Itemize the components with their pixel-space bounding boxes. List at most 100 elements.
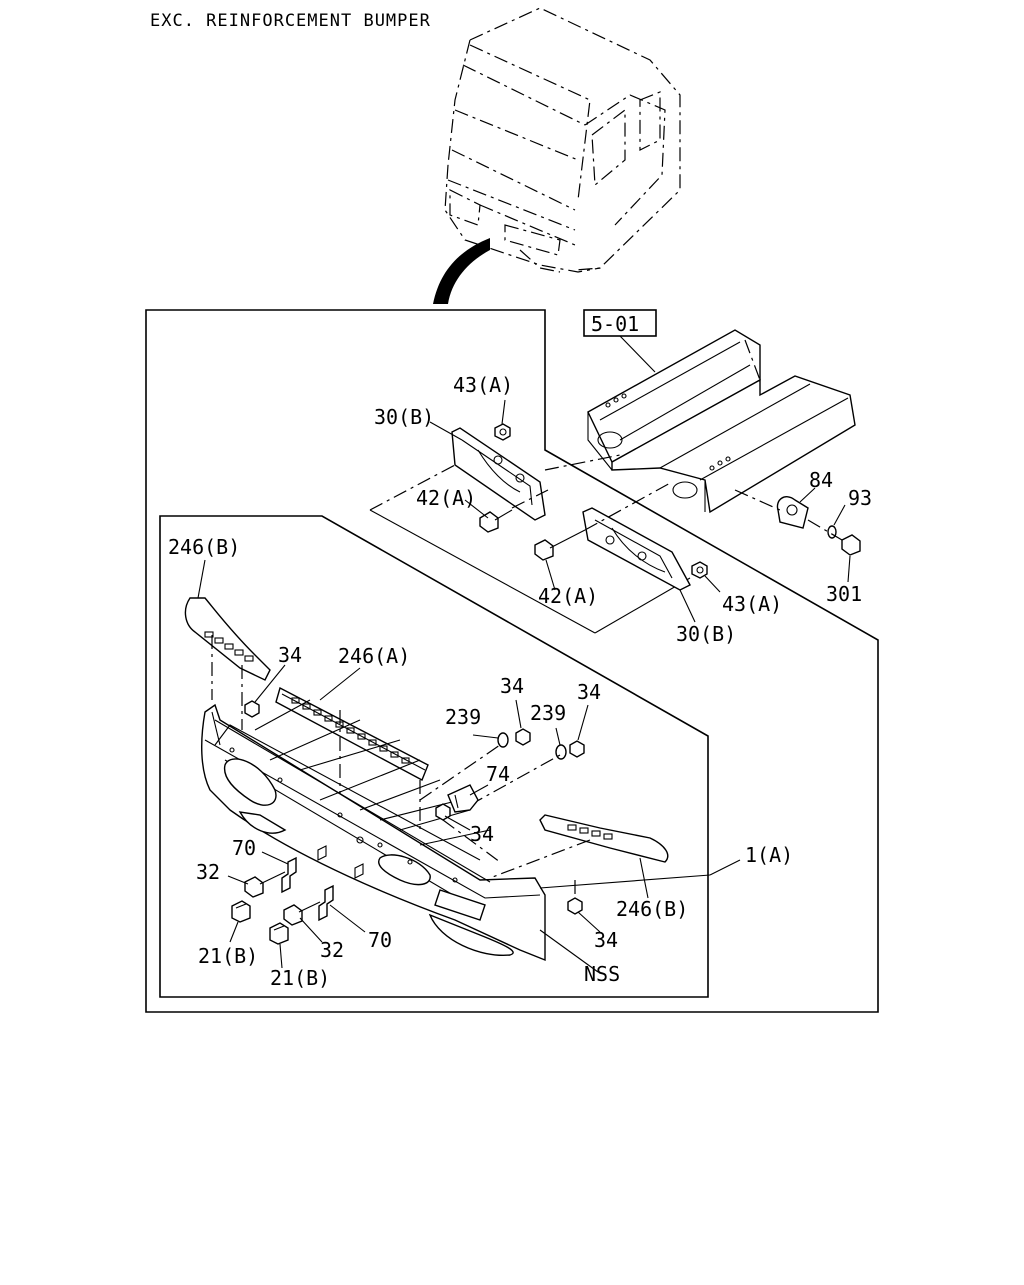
clip-21b-left bbox=[231, 900, 251, 923]
pointer-arrow bbox=[433, 238, 490, 304]
label-21b-left: 21(B) bbox=[198, 944, 258, 968]
label-84: 84 bbox=[809, 468, 833, 492]
bracket-70-left bbox=[281, 856, 297, 894]
chassis-frame-5-01 bbox=[587, 329, 856, 514]
label-30b-top: 30(B) bbox=[374, 405, 434, 429]
nut-34-d bbox=[435, 803, 451, 821]
leader-34-b bbox=[515, 699, 522, 729]
leader-21b-mid bbox=[279, 943, 283, 969]
bolt-32-mid bbox=[283, 901, 321, 926]
leader-32-left bbox=[227, 875, 249, 885]
label-43a-bot: 43(A) bbox=[722, 592, 782, 616]
label-21b-mid: 21(B) bbox=[270, 966, 330, 990]
leader-1a bbox=[709, 859, 741, 876]
label-nss: NSS bbox=[584, 962, 620, 986]
leader-34-c bbox=[577, 704, 589, 741]
label-93: 93 bbox=[848, 486, 872, 510]
leader-74 bbox=[469, 784, 489, 796]
bolt-42a-lower bbox=[534, 529, 586, 561]
leader-30b-bot bbox=[679, 589, 696, 623]
label-32-mid: 32 bbox=[320, 938, 344, 962]
truck-cab-illustration bbox=[444, 7, 681, 273]
dash-bolt-301 bbox=[807, 519, 843, 541]
label-42a-bot: 42(A) bbox=[538, 584, 598, 608]
label-30b-bot: 30(B) bbox=[676, 622, 736, 646]
leader-43a-bot bbox=[704, 575, 721, 593]
ref-leader bbox=[619, 335, 656, 373]
nut-43a-lower bbox=[691, 561, 708, 579]
leader-42a-top bbox=[464, 499, 489, 519]
bracket-70-right bbox=[318, 884, 334, 922]
label-239-a: 239 bbox=[445, 705, 481, 729]
nut-34-left bbox=[244, 700, 260, 718]
nut-34-e bbox=[567, 897, 583, 915]
clip-21b-mid bbox=[269, 922, 289, 945]
washer-239-a bbox=[497, 732, 509, 748]
leader-42a-bot bbox=[545, 559, 556, 591]
dash-bracket-frame bbox=[544, 454, 621, 471]
label-43a-top: 43(A) bbox=[453, 373, 513, 397]
label-42a-top: 42(A) bbox=[416, 486, 476, 510]
dash-tow-hook bbox=[734, 489, 781, 511]
dash-inner-upper bbox=[369, 464, 456, 511]
bolt-42a-upper bbox=[479, 509, 513, 533]
bolt-32-left bbox=[244, 871, 286, 898]
label-246b-left: 246(B) bbox=[168, 535, 240, 559]
label-34-d: 34 bbox=[470, 822, 494, 846]
label-1a: 1(A) bbox=[745, 843, 793, 867]
leader-21b-left bbox=[229, 921, 239, 943]
region-line bbox=[369, 509, 596, 634]
label-34-e: 34 bbox=[594, 928, 618, 952]
leader-246b-left bbox=[197, 559, 206, 599]
dash-nut-34d bbox=[442, 819, 501, 863]
inner-frame bbox=[159, 515, 709, 998]
bracket-30b-lower bbox=[582, 507, 691, 591]
dash-center-2 bbox=[469, 754, 561, 806]
leader-30b-top bbox=[429, 421, 463, 441]
label-74: 74 bbox=[486, 762, 510, 786]
washer-239-b bbox=[555, 744, 567, 760]
bracket-74 bbox=[447, 784, 479, 813]
leader-84 bbox=[799, 487, 816, 503]
nut-43a-upper bbox=[494, 423, 511, 441]
label-34-a: 34 bbox=[278, 643, 302, 667]
leader-34-e bbox=[577, 911, 601, 933]
dash-cap-right bbox=[489, 839, 591, 879]
dash-center-1 bbox=[419, 744, 501, 801]
leader-1a-2 bbox=[539, 874, 711, 889]
leader-239-b bbox=[555, 727, 561, 746]
label-246b-right: 246(B) bbox=[616, 897, 688, 921]
nut-34-c bbox=[569, 740, 585, 758]
leader-34-a bbox=[254, 664, 286, 703]
bolt-301 bbox=[841, 534, 861, 556]
leader-70-top bbox=[261, 851, 289, 865]
leader-246b-right bbox=[639, 857, 649, 899]
label-70-top: 70 bbox=[232, 836, 256, 860]
bumper-1a bbox=[201, 699, 546, 962]
label-301: 301 bbox=[826, 582, 862, 606]
label-34-c: 34 bbox=[577, 680, 601, 704]
leader-246a bbox=[319, 667, 361, 701]
leader-34-d bbox=[444, 815, 471, 831]
dash-lower-bracket bbox=[584, 481, 673, 531]
leader-93 bbox=[833, 504, 846, 526]
dash-bolt-upper bbox=[511, 489, 549, 509]
end-cap-246b-left bbox=[184, 597, 271, 681]
leader-70-mid bbox=[329, 904, 366, 933]
leader-nss bbox=[539, 929, 599, 973]
label-32-left: 32 bbox=[196, 860, 220, 884]
end-cap-246b-right bbox=[539, 814, 669, 863]
bracket-30b-upper bbox=[451, 427, 546, 521]
leader-32-mid bbox=[299, 917, 323, 943]
leader-239-a bbox=[472, 734, 499, 739]
outer-frame bbox=[145, 309, 879, 1013]
nut-34-b bbox=[515, 728, 531, 746]
leader-43a-top bbox=[501, 399, 506, 425]
grille-246a bbox=[275, 686, 429, 781]
label-246a: 246(A) bbox=[338, 644, 410, 668]
leader-301 bbox=[847, 555, 851, 583]
label-70-mid: 70 bbox=[368, 928, 392, 952]
diagram-title: EXC. REINFORCEMENT BUMPER bbox=[150, 11, 431, 31]
